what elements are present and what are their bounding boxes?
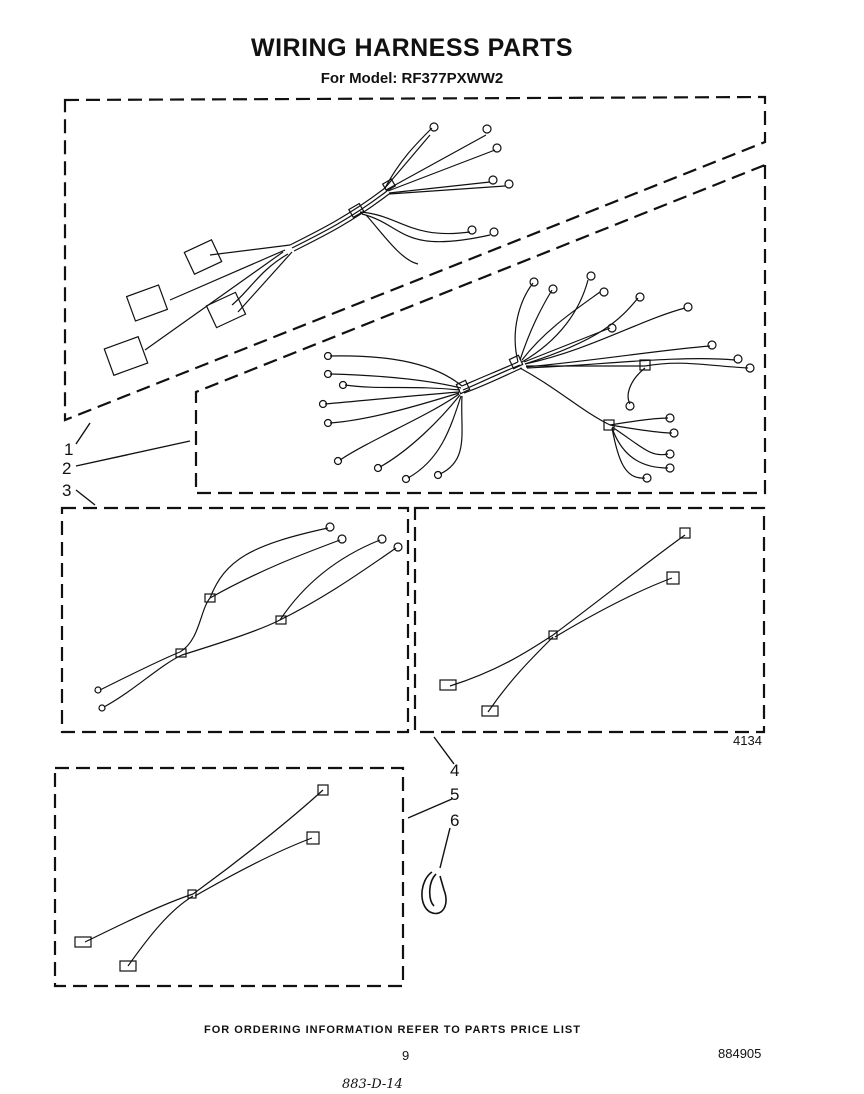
panel-4-outline [413,506,766,734]
harness-5 [74,784,329,972]
clip-part-6 [421,871,447,915]
handwritten-note: 883-D-14 [342,1077,403,1092]
callout-6: 6 [450,811,460,830]
page-number: 9 [402,1048,410,1063]
panel-2-outline [194,163,767,495]
callout-5: 5 [450,785,460,804]
harness-1 [103,122,514,377]
leader-5 [407,798,453,819]
harness-3 [94,522,403,712]
callout-4: 4 [450,761,460,780]
leader-2 [75,440,191,467]
leader-3 [75,489,96,506]
callout-3: 3 [62,481,72,500]
callout-1: 1 [64,440,74,459]
panel-3-outline [60,506,410,734]
document-number: 884905 [718,1046,762,1061]
ordering-note: FOR ORDERING INFORMATION REFER TO PARTS … [204,1024,581,1036]
panel-5-outline [53,766,405,988]
model-subtitle: For Model: RF377PXWW2 [320,70,504,87]
page-title: WIRING HARNESS PARTS [250,34,574,62]
harness-4 [439,527,691,717]
callout-2: 2 [62,459,72,478]
figure-number: 4134 [733,733,762,748]
leader-4 [433,736,455,765]
harness-2 [318,271,755,484]
leader-6 [439,827,451,869]
panel-1-outline [63,95,767,422]
leader-1 [75,422,91,445]
